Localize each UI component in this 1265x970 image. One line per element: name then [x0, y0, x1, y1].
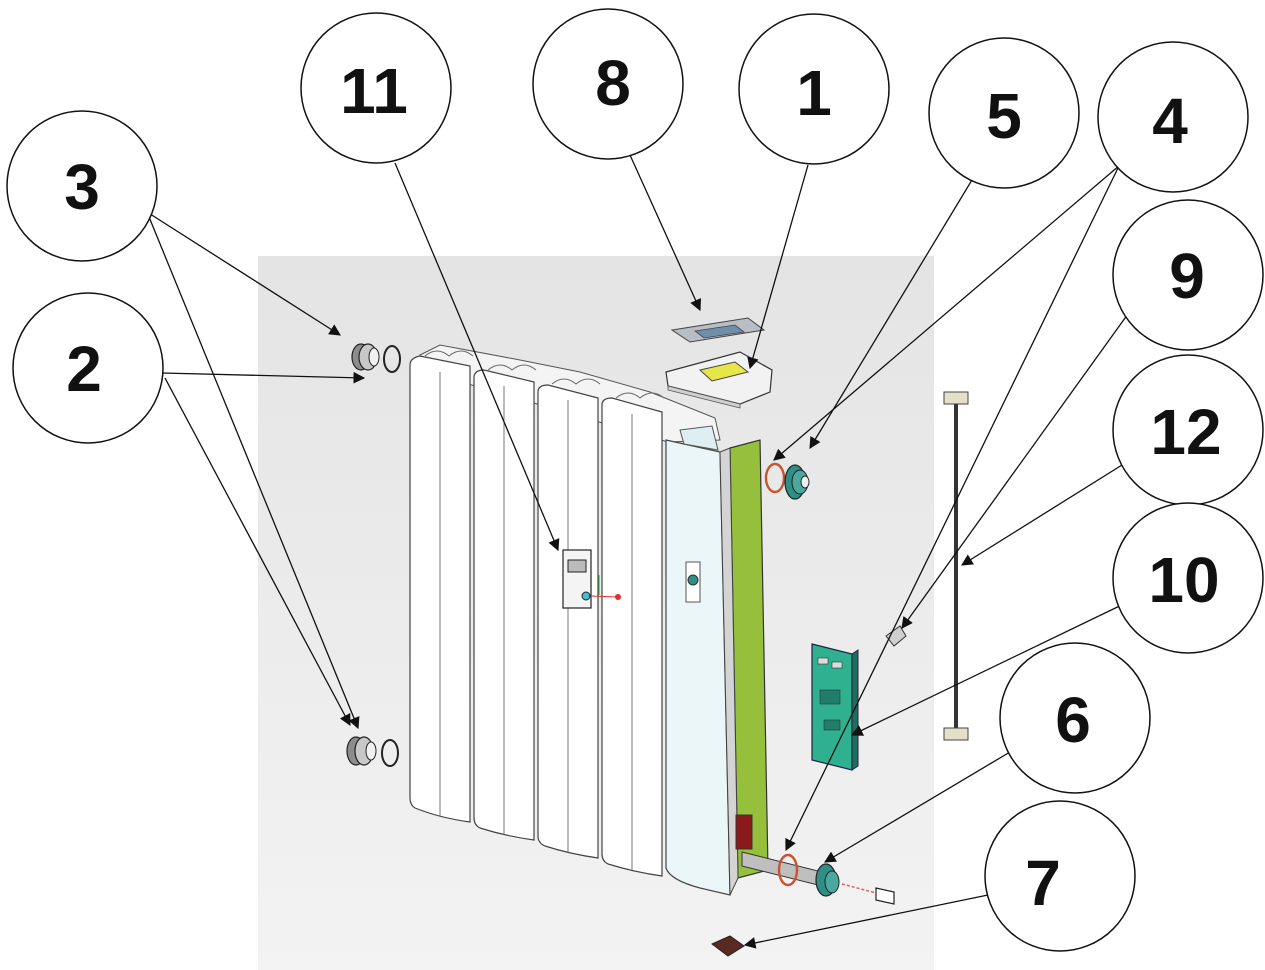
- callout-3: 3: [6, 110, 158, 262]
- callout-4-label: 4: [1152, 85, 1188, 157]
- leader-line-11: [394, 162, 560, 552]
- callout-1: 1: [738, 13, 890, 165]
- leader-line-12: [961, 454, 1139, 566]
- callout-8: 8: [532, 8, 684, 160]
- callout-7-label: 7: [1025, 847, 1061, 919]
- callout-12: 12: [1112, 354, 1264, 506]
- callout-2-label: 2: [66, 333, 102, 405]
- callout-3-label: 3: [64, 151, 100, 223]
- leader-line-4a: [773, 164, 1121, 461]
- callout-2: 2: [12, 292, 164, 444]
- small-clip: [885, 625, 907, 647]
- callout-12-label: 12: [1150, 396, 1221, 468]
- bottom-left-nut: [346, 736, 377, 766]
- callout-11: 11: [300, 12, 452, 164]
- leader-line-2a: [161, 371, 366, 384]
- callout-1-label: 1: [796, 57, 832, 129]
- leader-line-2b: [164, 377, 351, 727]
- callout-9: 9: [1112, 199, 1264, 351]
- heating-element-rod: [741, 851, 895, 905]
- leader-line-5: [809, 169, 979, 450]
- red-connector-block: [735, 814, 753, 850]
- leader-line-3a: [146, 211, 341, 336]
- callout-6-label: 6: [1055, 684, 1091, 756]
- circuit-board: [811, 643, 859, 771]
- bottom-o-ring: [777, 853, 799, 887]
- callout-5: 5: [928, 37, 1080, 189]
- leader-line-10: [850, 599, 1133, 736]
- leader-line-1: [747, 164, 809, 370]
- callout-7: 7: [984, 800, 1136, 952]
- control-unit: [665, 351, 773, 409]
- leader-line-3b: [146, 211, 360, 730]
- cable-assembly: [943, 391, 969, 741]
- callout-10-label: 10: [1148, 544, 1219, 616]
- top-left-nut: [351, 343, 380, 371]
- callout-5-label: 5: [986, 80, 1022, 152]
- top-o-ring: [764, 462, 786, 494]
- leader-line-9: [901, 299, 1139, 629]
- radiator-body: [409, 344, 721, 877]
- leader-line-4b: [785, 167, 1119, 852]
- leader-lines: [146, 154, 1139, 949]
- callout-4: 4: [1097, 41, 1249, 193]
- side-end-panel: [665, 439, 731, 896]
- callout-6: 6: [999, 642, 1151, 794]
- callout-8-label: 8: [595, 47, 631, 119]
- leader-line-6: [823, 751, 1011, 863]
- callout-10: 10: [1112, 502, 1264, 654]
- callout-9-label: 9: [1169, 240, 1205, 312]
- bottom-left-seal-ring: [381, 739, 399, 767]
- top-teal-cap: [784, 464, 810, 500]
- sensor-module: [562, 549, 621, 609]
- leader-line-7: [743, 894, 989, 949]
- leader-line-8: [629, 154, 701, 312]
- top-left-seal-ring: [383, 345, 401, 373]
- callout-11-label: 11: [340, 55, 408, 127]
